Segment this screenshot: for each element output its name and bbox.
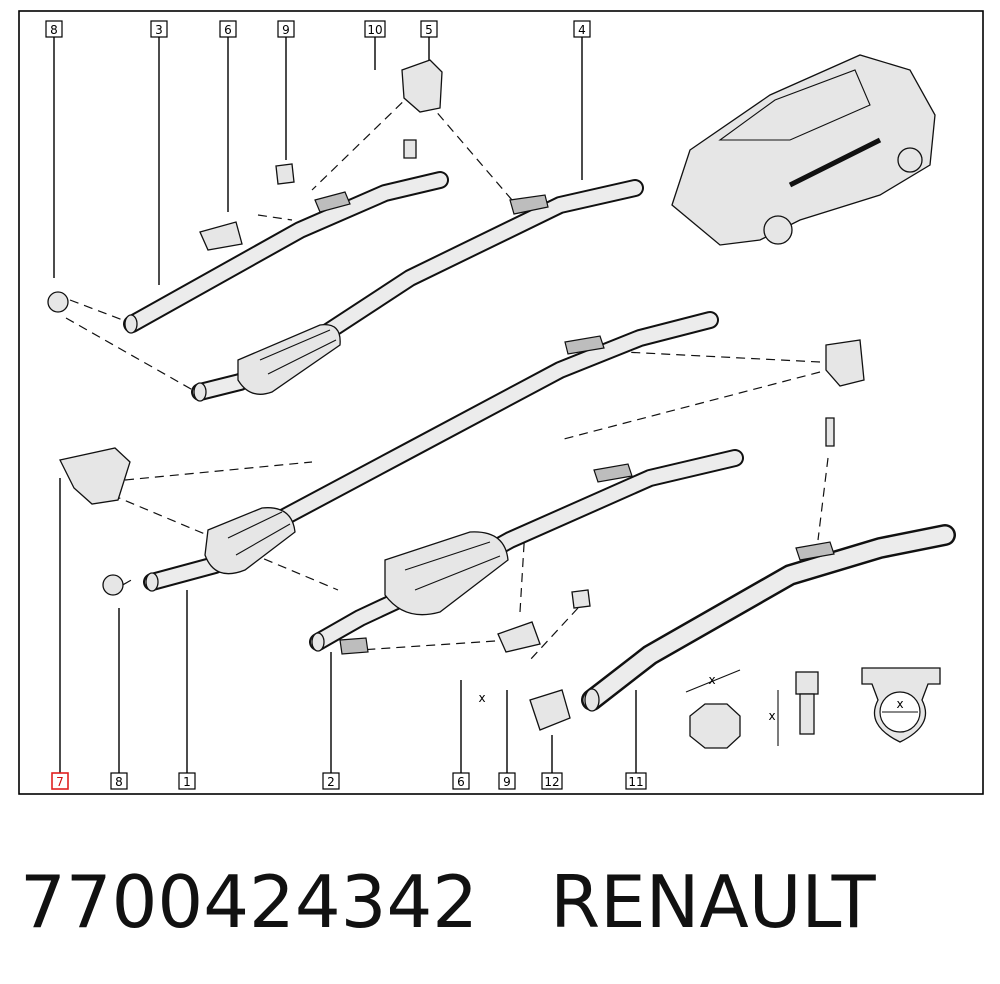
callout-c-9-bot: 9 (498, 772, 516, 790)
pipe-11 (581, 524, 956, 712)
fasteners (47, 139, 835, 731)
callout-c-12: 12 (541, 772, 563, 790)
mounts (59, 59, 865, 655)
callout-c-11: 11 (625, 772, 647, 790)
callout-label: 3 (155, 23, 163, 37)
callout-label: 6 (224, 23, 232, 37)
detail-x-label-4: x (478, 691, 485, 705)
car-illustration (671, 54, 936, 246)
callout-c-7: 7 (51, 772, 69, 790)
callout-c-1: 1 (178, 772, 196, 790)
detail-x-label-2: x (768, 709, 775, 723)
callout-c-5: 5 (420, 20, 438, 38)
detail-x-label-3: x (896, 697, 903, 711)
callout-label: 6 (457, 775, 465, 789)
footer: 7700424342 RENAULT (20, 852, 980, 952)
callout-label: 4 (578, 23, 586, 37)
callout-label: 9 (503, 775, 511, 789)
callout-c-2: 2 (322, 772, 340, 790)
detail-x-label-1: x (708, 673, 715, 687)
pipe-2 (309, 449, 744, 652)
pipe-3 (123, 171, 449, 334)
pipe-1 (143, 311, 719, 592)
part-number: 7700424342 (20, 860, 479, 944)
pipe-4 (191, 179, 644, 402)
callout-label: 8 (50, 23, 58, 37)
callout-c-6-bot: 6 (452, 772, 470, 790)
callout-label: 5 (425, 23, 433, 37)
callout-label: 7 (56, 775, 64, 789)
callout-c-8-top: 8 (45, 20, 63, 38)
callout-label: 8 (115, 775, 123, 789)
callout-label: 11 (628, 775, 643, 789)
callout-c-6-top: 6 (219, 20, 237, 38)
callout-label: 12 (544, 775, 559, 789)
brand-name: RENAULT (550, 860, 876, 944)
callout-label: 10 (367, 23, 382, 37)
callout-c-8-bot: 8 (110, 772, 128, 790)
callout-c-9-top: 9 (277, 20, 295, 38)
callout-c-10: 10 (364, 20, 386, 38)
detail-icons: x x x x (478, 667, 941, 749)
callout-label: 1 (183, 775, 191, 789)
callout-label: 9 (282, 23, 290, 37)
callout-label: 2 (327, 775, 335, 789)
callout-c-4: 4 (573, 20, 591, 38)
callout-c-3: 3 (150, 20, 168, 38)
leader-lines (53, 37, 637, 773)
